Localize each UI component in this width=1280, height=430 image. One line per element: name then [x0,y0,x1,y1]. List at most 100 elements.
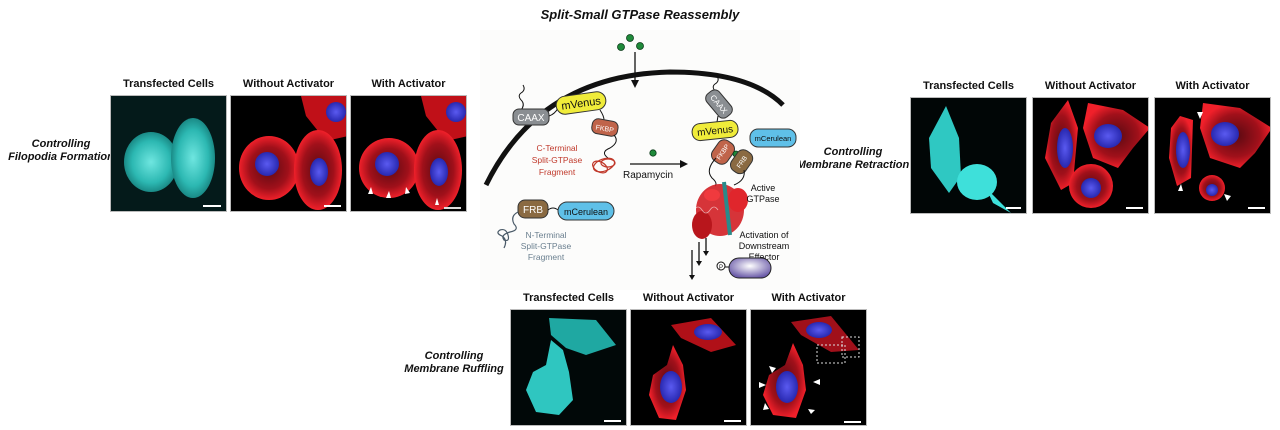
nucleus [660,371,682,403]
cell-body [171,118,215,198]
nucleus [1094,124,1122,148]
caax-tag [512,108,550,126]
nucleus [310,158,328,186]
nucleus [776,371,798,403]
mcerulean-protein [557,201,615,221]
n-terminal-line2: Split-GTPase [521,241,572,251]
row-label-retraction: Controlling Membrane Retraction [793,146,913,172]
panel-caption: Without Activator [642,292,735,304]
micrograph-cyan [110,95,227,212]
rapamycin-molecules [617,34,644,51]
rapamycin-molecule-icon [626,34,634,42]
arrowhead-marker [386,191,391,198]
micrograph-red-blue [1032,97,1149,214]
nucleus [694,324,722,340]
mcerulean-label: mCerulean [564,207,608,217]
dashed-inset-box [816,344,846,364]
row-label-line1: Controlling [823,146,883,158]
activation-line2: Downstream [739,241,790,251]
panel-caption: Without Activator [1044,80,1137,92]
arrowhead-marker [1178,184,1183,191]
n-terminal-line3: Fragment [528,252,565,262]
n-terminal-line1: N-Terminal [525,230,566,240]
rapamycin-molecule-icon [636,42,644,50]
nucleus [806,322,832,338]
panel-caption: With Activator [1175,80,1250,92]
c-terminal-line1: C-Terminal [536,143,577,153]
mcerulean-label: mCerulean [755,134,792,143]
panel-caption: With Activator [371,78,446,90]
arrowhead-marker [769,366,776,373]
row-label-filopodia: Controlling Filopodia Formation [0,138,122,164]
phosphate-icon [716,261,726,271]
phosphate-label: P [719,265,723,271]
nucleus [1206,184,1218,196]
active-gtpase-structure [692,181,748,239]
micrograph-red-blue [230,95,347,212]
activation-line1: Activation of [739,230,789,240]
arrowhead-marker [435,198,439,205]
entry-arrowhead-icon [631,80,639,88]
micrograph-red-blue [350,95,467,212]
fkbp-protein [710,139,736,165]
arrowhead-marker [808,409,815,414]
arrowhead-marker [813,379,820,385]
row-label-line1: Controlling [424,350,484,362]
micrograph-red-blue [750,309,867,426]
c-terminal-line3: Fragment [539,167,576,177]
fkbp-label: FKBP [595,124,615,134]
micrograph-red-blue [630,309,747,426]
mvenus-protein [691,119,739,142]
mvenus-label: mVenus [697,124,734,139]
downstream-effector [728,257,772,279]
c-terminal-fragment-coil [592,157,616,174]
nucleus [255,152,279,176]
signal-arrowhead-icon [703,251,709,256]
dashed-inset-box [841,336,860,358]
lipid-anchor [518,84,525,111]
rapamycin-molecule-icon [649,149,657,157]
active-gtpase-line2: GTPase [746,194,779,204]
active-gtpase-line1: Active [751,183,776,193]
rapamycin-label: Rapamycin [623,170,673,181]
cell-body [526,340,573,415]
panel-caption: With Activator [771,292,846,304]
nucleus [430,158,448,186]
row-label-ruffling: Controlling Membrane Ruffling [400,350,508,376]
reaction-arrowhead-icon [680,160,688,168]
nucleus [326,102,346,122]
frb-label: FRB [523,205,543,216]
panel-caption: Without Activator [242,78,335,90]
row-label-line1: Controlling [31,138,91,150]
cell-body [957,164,997,200]
fkbp-protein [591,118,619,137]
cell-body [549,318,616,355]
cell-body [124,132,178,192]
frb-protein [517,199,549,219]
arrowhead-marker [405,187,410,194]
mechanism-diagram: CAAX mVenus FKBP C-Terminal Split-GTPase… [480,30,800,290]
cell-membrane [483,69,785,187]
row-label-line2: Membrane Ruffling [404,363,504,375]
arrowhead-marker [763,403,769,410]
arrowhead-marker [1197,112,1203,119]
activation-line3: Effector [749,252,780,262]
caax-tag [705,89,733,119]
mvenus-protein [555,91,607,115]
arrowhead-marker [1224,194,1231,201]
nucleus [1211,122,1239,146]
nucleus [446,102,466,122]
figure-title: Split-Small GTPase Reassembly [540,7,740,22]
nucleus [1176,132,1190,168]
rapamycin-molecule-icon [617,43,625,51]
signal-arrowhead-icon [689,275,695,280]
nucleus [1081,178,1101,198]
n-terminal-fragment-coil [497,211,519,249]
arrowhead-marker [759,382,766,388]
arrowhead-marker [368,187,373,194]
mvenus-label: mVenus [561,95,603,112]
panel-caption: Transfected Cells [122,78,215,90]
micrograph-cyan [510,309,627,426]
frb-protein [729,149,754,175]
mcerulean-protein [749,128,797,148]
